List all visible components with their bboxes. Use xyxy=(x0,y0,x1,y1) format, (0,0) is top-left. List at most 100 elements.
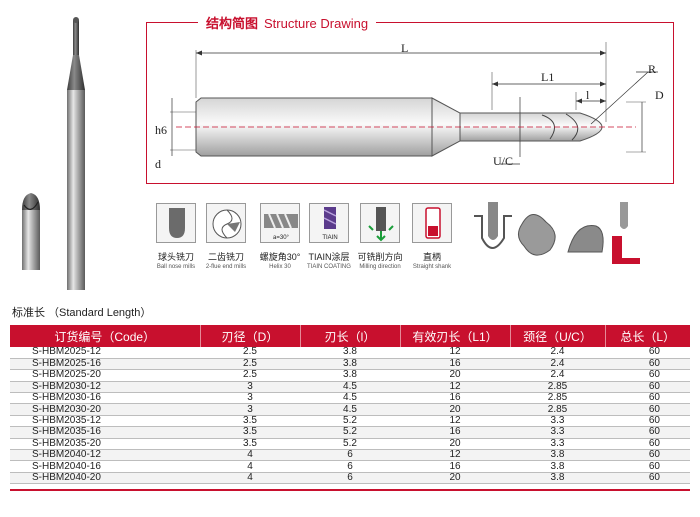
table-cell: 16 xyxy=(400,358,510,371)
table-cell: 60 xyxy=(605,347,690,359)
table-cell: 60 xyxy=(605,381,690,394)
milling-direction-icon xyxy=(360,203,400,243)
table-cell: 20 xyxy=(400,369,510,382)
table-cell: S-HBM2030-16 xyxy=(10,392,200,405)
table-cell: 60 xyxy=(605,358,690,371)
table-cell: 2.5 xyxy=(200,358,300,371)
table-cell: 2.4 xyxy=(510,347,605,359)
feature-ball-nose: 球头铣刀 Ball nose mills xyxy=(152,203,200,270)
feature-straight-shank: 直柄 Straight shank xyxy=(408,203,456,270)
table-cell: 60 xyxy=(605,460,690,473)
table-cell: S-HBM2025-16 xyxy=(10,358,200,371)
table-cell: 4 xyxy=(200,460,300,473)
table-cell: S-HBM2035-20 xyxy=(10,438,200,451)
table-cell: 3.8 xyxy=(300,369,400,382)
table-cell: S-HBM2040-12 xyxy=(10,449,200,462)
table-cell: 4.5 xyxy=(300,403,400,416)
table-cell: S-HBM2030-20 xyxy=(10,403,200,416)
table-cell: 2.85 xyxy=(510,381,605,394)
table-cell: 16 xyxy=(400,426,510,439)
table-cell: 16 xyxy=(400,392,510,405)
header-neck-diameter: 颈径（U/C） xyxy=(510,325,606,347)
feature-two-flute: 二齿铣刀 2-flue end mills xyxy=(202,203,250,270)
table-cell: 3.8 xyxy=(510,472,605,485)
table-cell: 20 xyxy=(400,438,510,451)
table-cell: 60 xyxy=(605,415,690,428)
feature-tiain: TIAIN TIAIN涂层 TIAIN COATING xyxy=(305,203,353,270)
machining-illustrations xyxy=(474,202,640,264)
dim-uc: U/C xyxy=(493,154,514,168)
table-cell: 12 xyxy=(400,415,510,428)
table-cell: S-HBM2030-12 xyxy=(10,381,200,394)
table-cell: 3.3 xyxy=(510,415,605,428)
table-cell: 60 xyxy=(605,438,690,451)
table-cell: 2.4 xyxy=(510,369,605,382)
table-bottom-rule xyxy=(10,489,690,491)
header-flute-length: 刃长（l） xyxy=(300,325,401,347)
table-cell: 6 xyxy=(300,460,400,473)
table-cell: 4.5 xyxy=(300,392,400,405)
table-cell: 3.5 xyxy=(200,426,300,439)
tool-schematic xyxy=(170,42,658,165)
header-overall-length: 总长（L） xyxy=(605,325,690,347)
dim-d: d xyxy=(155,157,161,171)
ball-nose-icon xyxy=(156,203,196,243)
header-diameter: 刃径（D） xyxy=(200,325,301,347)
header-effective-length: 有效刃长（L1） xyxy=(400,325,511,347)
table-cell: 12 xyxy=(400,449,510,462)
table-cell: 3.8 xyxy=(510,449,605,462)
table-cell: 4.5 xyxy=(300,381,400,394)
table-cell: 60 xyxy=(605,403,690,416)
table-title: 标准长（Standard Length） xyxy=(12,307,152,319)
table-cell: 6 xyxy=(300,472,400,485)
table-cell: S-HBM2025-12 xyxy=(10,347,200,359)
table-cell: 2.85 xyxy=(510,403,605,416)
table-cell: 3 xyxy=(200,381,300,394)
table-cell: 3 xyxy=(200,392,300,405)
table-cell: 6 xyxy=(300,449,400,462)
table-cell: 60 xyxy=(605,392,690,405)
helix-icon: a=30° xyxy=(260,203,300,243)
table-cell: 20 xyxy=(400,472,510,485)
table-cell: 3.3 xyxy=(510,438,605,451)
dim-l: l xyxy=(586,88,590,102)
tiain-coating-icon: TIAIN xyxy=(309,203,349,243)
table-cell: 16 xyxy=(400,460,510,473)
title-en: Structure Drawing xyxy=(264,16,369,31)
table-cell: 2.5 xyxy=(200,369,300,382)
feature-helix: a=30° 螺旋角30° Helix 30 xyxy=(256,203,304,270)
straight-shank-icon xyxy=(412,203,452,243)
table-cell: S-HBM2035-16 xyxy=(10,426,200,439)
header-code: 订货编号（Code） xyxy=(10,325,201,347)
table-cell: 12 xyxy=(400,347,510,359)
table-header-row: 订货编号（Code） 刃径（D） 刃长（l） 有效刃长（L1） 颈径（U/C） … xyxy=(10,325,690,347)
svg-text:a=30°: a=30° xyxy=(273,235,290,241)
feature-milling-direction: 可铣削方向 Milling direction xyxy=(356,203,404,270)
table-cell: 4 xyxy=(200,449,300,462)
dim-L1: L1 xyxy=(541,70,555,84)
table-cell: 2.4 xyxy=(510,358,605,371)
table-cell: S-HBM2035-12 xyxy=(10,415,200,428)
table-cell: 2.5 xyxy=(200,347,300,359)
table-cell: 4 xyxy=(200,472,300,485)
table-cell: 60 xyxy=(605,369,690,382)
table-cell: 12 xyxy=(400,381,510,394)
table-cell: 3.8 xyxy=(300,347,400,359)
dim-L: L xyxy=(401,41,409,55)
table-cell: 3.5 xyxy=(200,438,300,451)
table-cell: 5.2 xyxy=(300,415,400,428)
dim-h6: h6 xyxy=(155,123,167,137)
table-cell: 2.85 xyxy=(510,392,605,405)
